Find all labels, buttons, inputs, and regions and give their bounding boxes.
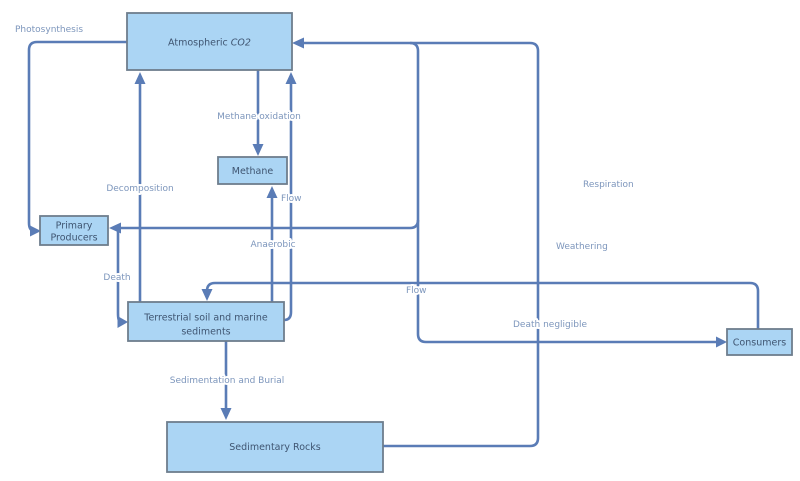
consumers-in-edge (416, 333, 716, 344)
flow-mid-label: Flow (406, 286, 427, 296)
sedimentation-arrowhead (220, 408, 232, 420)
respiration-label: Respiration (583, 180, 634, 190)
anaerobic-flow-arrowhead (266, 186, 278, 198)
methane-label: Methane (232, 166, 274, 177)
sediments-co2-edge (283, 84, 293, 322)
consumers-sediments-edge (205, 281, 760, 329)
node-atmospheric-co2: Atmospheric CO2 (126, 12, 293, 71)
flow-methane-label: Flow (281, 194, 302, 204)
primary-producers-label-line2: Producers (50, 233, 97, 244)
terrestrial-sediments-label-line2: sediments (181, 327, 230, 338)
death-arrowhead (117, 316, 128, 328)
sedimentary-rocks-box[interactable] (166, 421, 384, 473)
atmospheric-co2-box[interactable] (126, 12, 293, 71)
photosynthesis-label: Photosynthesis (15, 25, 83, 35)
methane-oxidation-arrowhead (252, 144, 264, 156)
sedimentary-rocks-label: Sedimentary Rocks (229, 442, 320, 453)
co2-in-arrowhead (292, 37, 304, 49)
edges (27, 37, 760, 448)
methane-oxidation-label: Methane oxidation (217, 112, 301, 122)
node-methane: Methane (217, 156, 288, 185)
atmospheric-co2-label-text: Atmospheric (168, 38, 231, 49)
primary-producers-in-edge (121, 219, 420, 230)
methane-box[interactable] (217, 156, 288, 185)
edge-labels: Photosynthesis Methane oxidation Decompo… (13, 23, 636, 388)
consumers-label: Consumers (733, 338, 786, 349)
weathering-edge (304, 41, 540, 448)
terrestrial-sediments-box[interactable] (127, 301, 285, 342)
atmospheric-co2-label: Atmospheric CO2 (168, 38, 251, 49)
consumers-box[interactable] (726, 328, 793, 356)
primary-producers-label-line1: Primary (56, 221, 93, 232)
death-label: Death (103, 273, 130, 283)
node-sedimentary-rocks: Sedimentary Rocks (166, 421, 384, 473)
node-primary-producers: Primary Producers (39, 215, 109, 246)
consumers-sediments-arrowhead (201, 289, 213, 301)
terrestrial-sediments-label-line1: Terrestrial soil and marine (143, 313, 268, 324)
sedimentation-label: Sedimentation and Burial (170, 376, 285, 386)
node-terrestrial-sediments: Terrestrial soil and marine sediments (127, 301, 285, 342)
weathering-label: Weathering (556, 242, 608, 252)
respiration-trunk-edge (409, 41, 420, 334)
node-consumers: Consumers (726, 328, 793, 356)
death-negligible-label: Death negligible (513, 320, 587, 330)
consumers-in-arrowhead (716, 336, 727, 348)
atmospheric-co2-label-italic: CO2 (231, 38, 251, 49)
primary-producers-box[interactable] (39, 215, 109, 246)
decomposition-arrowhead (134, 72, 146, 84)
decomposition-label: Decomposition (106, 184, 173, 194)
anaerobic-label: Anaerobic (250, 240, 295, 250)
sediments-co2-arrowhead (285, 72, 297, 84)
photosynthesis-arrowhead (30, 225, 41, 237)
photosynthesis-edge (27, 40, 127, 233)
